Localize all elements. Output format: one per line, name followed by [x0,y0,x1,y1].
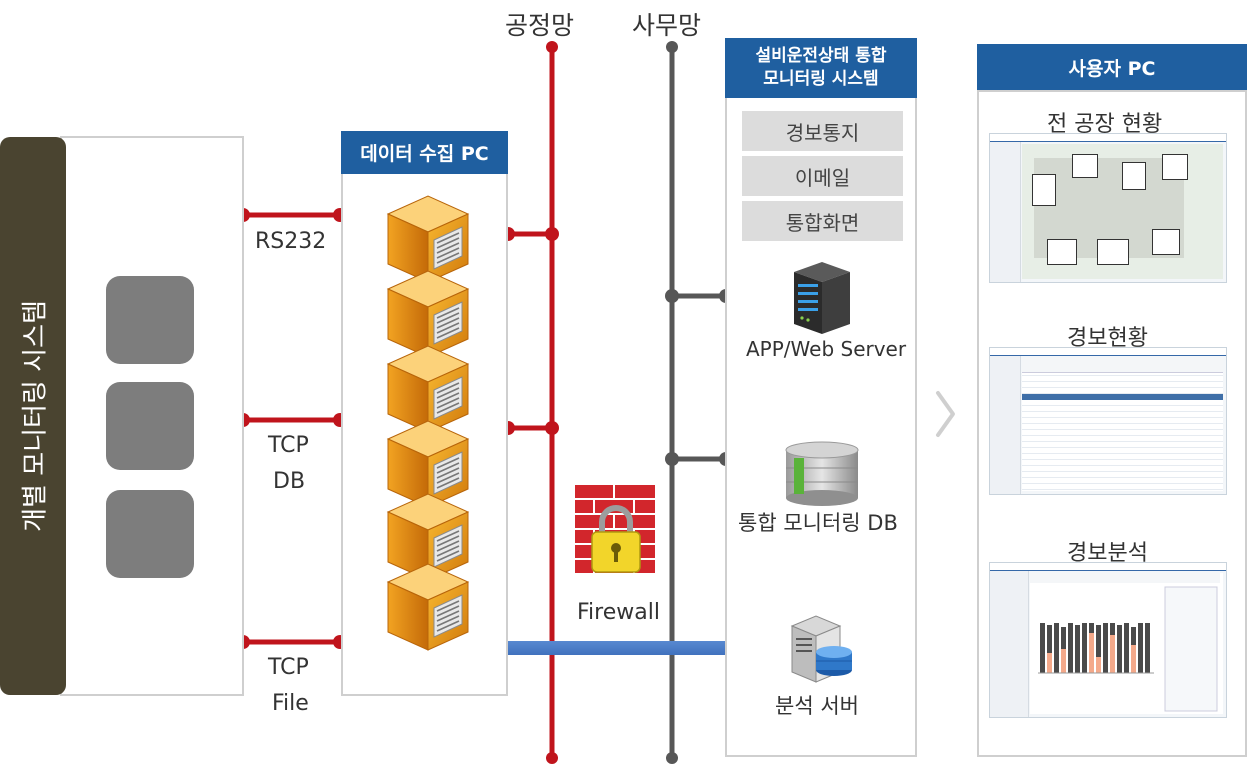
function-integrated-screen: 통합화면 [742,201,903,241]
server-icon [387,270,469,358]
firewall-label: Firewall [577,600,660,625]
screen-label-plant-status: 전 공장 현황 [1047,112,1163,137]
collection-pc-title: 데이터 수집 PC [341,131,508,174]
user-pc-title: 사용자 PC [977,44,1247,90]
app-server-icon [794,262,850,334]
app-server-label: APP/Web Server [746,337,907,361]
office-net-endpoint-top [666,41,678,53]
individual-system-title: 개별 모니터링 시스템 [20,300,51,532]
office-to-app-link [665,289,733,303]
link-label-tcp-db-line1: TCP [268,433,309,458]
factory-net-endpoint-bottom [546,752,558,764]
link-label-tcp-file-line2: File [272,691,309,716]
individual-system-bar: 개별 모니터링 시스템 [0,137,66,695]
screen-thumb-alarm-status [989,347,1227,495]
firewall-icon [573,483,657,576]
device-box-2 [106,382,194,470]
factory-net-endpoint-top [546,41,558,53]
db-label: 통합 모니터링 DB [738,511,898,535]
analysis-server-icon [790,615,852,683]
device-box-1 [106,276,194,364]
office-network-label: 사무망 [632,11,702,40]
function-alarm-notify: 경보통지 [742,111,903,151]
function-email: 이메일 [742,156,903,196]
collection-analysis-arrow [474,630,753,666]
screen-thumb-alarm-analysis [989,562,1227,718]
link-tcp-file [236,635,347,649]
screen-label-alarm-analysis: 경보분석 [1067,541,1148,566]
server-icon [387,345,469,433]
collection-servers [387,195,469,651]
collection-to-factory-link-1 [501,227,559,241]
server-icon [387,563,469,651]
monitoring-system-title-line1: 설비운전상태 통합 [755,46,887,66]
office-net-endpoint-bottom [666,752,678,764]
factory-network-label: 공정망 [505,11,575,40]
link-tcp-db [236,413,347,427]
monitoring-system-title: 설비운전상태 통합 모니터링 시스템 [725,38,917,98]
server-icon [387,195,469,283]
screen-thumb-plant-status [989,133,1227,283]
link-rs232 [236,208,347,222]
link-label-tcp-db-line2: DB [273,469,306,494]
database-icon [785,441,859,506]
analysis-server-label: 분석 서버 [775,694,859,718]
chevron-right-icon [936,391,955,437]
device-box-3 [106,490,194,578]
link-label-tcp-file-line1: TCP [268,655,309,680]
screen-label-alarm-status: 경보현황 [1067,326,1148,351]
monitoring-system-title-line2: 모니터링 시스템 [763,69,879,89]
link-label-rs232: RS232 [255,229,327,254]
collection-to-factory-link-2 [501,421,559,435]
office-to-db-link [665,452,733,466]
